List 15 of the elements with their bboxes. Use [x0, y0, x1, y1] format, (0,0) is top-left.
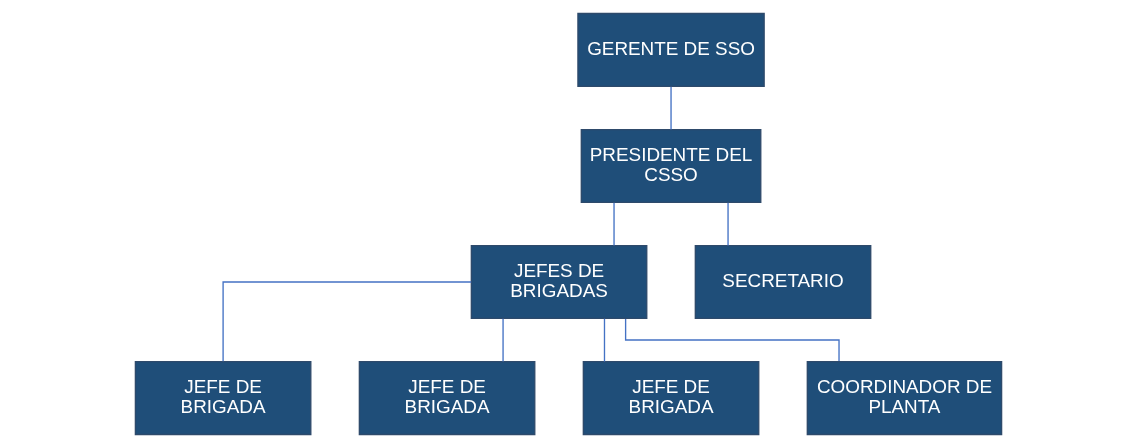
node-box: GERENTE DE SSO [576, 12, 765, 88]
node-box: COORDINADOR DE PLANTA [806, 360, 1002, 436]
connector [726, 202, 729, 247]
node-box: JEFE DE BRIGADA [134, 360, 311, 436]
connector [669, 86, 672, 131]
node-box: SECRETARIO [694, 244, 871, 320]
connector [501, 318, 504, 363]
node-box: JEFES DE BRIGADAS [470, 244, 647, 320]
node-box: PRESIDENTE DEL CSSO [580, 128, 761, 204]
connector [221, 281, 472, 362]
node-box: JEFE DE BRIGADA [358, 360, 535, 436]
connector [624, 318, 840, 362]
node-box: JEFE DE BRIGADA [582, 360, 759, 436]
connector [603, 318, 605, 363]
connector [612, 202, 615, 247]
